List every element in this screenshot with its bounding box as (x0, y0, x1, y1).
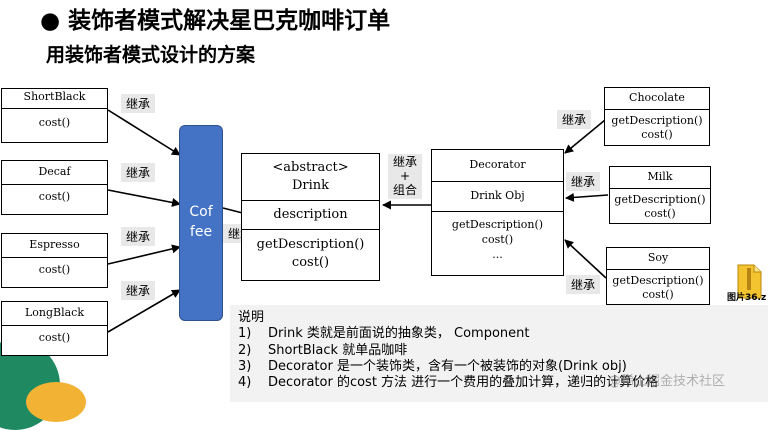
label-inherit-chocolate: 继承 (557, 110, 592, 129)
class-soy: Soy getDescription() cost() (606, 247, 710, 305)
notes-item-text: ShortBlack 就单品咖啡 (268, 342, 408, 358)
notes-item: 3) Decorator 是一个装饰类，含有一个被装饰的对象(Drink obj… (238, 359, 760, 375)
class-chocolate-name: Chocolate (605, 88, 709, 110)
class-shortblack-method: cost() (38, 116, 71, 129)
class-decorator-method-3: ... (492, 247, 503, 261)
coffee-line-2: fee (189, 224, 213, 240)
class-decorator: Decorator Drink Obj getDescription() cos… (431, 149, 564, 276)
class-shortblack-name: ShortBlack (2, 89, 107, 109)
notes-item-text: Decorator 是一个装饰类，含有一个被装饰的对象(Drink obj) (268, 358, 627, 374)
class-decorator-method-2: cost() (481, 232, 514, 246)
class-drink-field: description (242, 201, 379, 230)
class-chocolate-methods: getDescription() cost() (605, 110, 709, 142)
notes-item-text: Decorator 的cost 方法 进行一个费用的叠加计算，递归的计算价格 (268, 375, 659, 390)
class-drink: <abstract> Drink description getDescript… (241, 153, 380, 281)
arrow-shortblack-coffee (107, 109, 181, 156)
class-decaf: Decaf cost() (1, 160, 108, 215)
class-drink-stereotype: <abstract> (272, 160, 349, 175)
notes-item: 4) Decorator 的cost 方法 进行一个费用的叠加计算，递归的计算价… (238, 375, 760, 391)
class-decaf-method: cost() (38, 190, 71, 203)
notes-panel: 说明 1) Drink 类就是前面说的抽象类， Component 2) Sho… (230, 305, 768, 402)
class-soy-method-1: getDescription() (612, 274, 704, 287)
notes-item-number: 2) (238, 342, 252, 358)
slide-subtitle: 用装饰者模式设计的方案 (46, 44, 256, 66)
label-inherit-compose-1: 继承 (393, 155, 418, 169)
class-soy-method-2: cost() (642, 287, 674, 301)
class-drink-header: <abstract> Drink (242, 154, 379, 201)
class-decorator-methods: getDescription() cost() ... (432, 212, 563, 263)
class-soy-name: Soy (607, 248, 709, 270)
label-inherit-3: 继承 (121, 227, 156, 246)
class-decorator-method-1: getDescription() (451, 218, 544, 231)
arrow-longblack-coffee (107, 289, 181, 333)
arrow-espresso-coffee (107, 244, 181, 265)
arrow-milk-decorator (565, 192, 609, 202)
slide-title: ● 装饰者模式解决星巴克咖啡订单 (40, 1, 390, 35)
watermark: @稀土掘金技术社区 (608, 374, 726, 389)
class-soy-methods: getDescription() cost() (607, 270, 709, 302)
class-milk: Milk getDescription() cost() (609, 166, 711, 224)
class-shortblack: ShortBlack cost() (1, 88, 108, 143)
arrow-soy-decorator (564, 239, 607, 279)
archive-file-label: 图片36.z (727, 293, 767, 303)
notes-item-text: Drink 类就是前面说的抽象类， Component (268, 326, 530, 342)
class-drink-method-2: cost() (291, 254, 330, 270)
class-decaf-name: Decaf (2, 161, 107, 185)
label-inherit-1: 继承 (121, 94, 156, 113)
class-espresso: Espresso cost() (1, 233, 108, 288)
title-text: 装饰者模式解决星巴克咖啡订单 (68, 8, 391, 34)
notes-item-number: 4) (238, 375, 252, 390)
class-decorator-field: Drink Obj (432, 182, 563, 212)
class-drink-name: Drink (291, 177, 330, 193)
bullet: ● (40, 8, 61, 34)
notes-item: 1) Drink 类就是前面说的抽象类， Component (238, 326, 760, 342)
class-coffee: Cof fee (179, 125, 223, 321)
label-inherit-2: 继承 (121, 163, 156, 182)
arrow-chocolate-decorator (564, 119, 606, 154)
class-longblack: LongBlack cost() (1, 301, 108, 356)
notes-heading: 说明 (238, 310, 265, 325)
class-milk-method-2: cost() (644, 206, 676, 220)
class-decorator-name: Decorator (432, 150, 563, 182)
class-longblack-method: cost() (38, 331, 71, 344)
class-espresso-method: cost() (38, 263, 71, 276)
class-longblack-name: LongBlack (2, 302, 107, 326)
label-inherit-4: 继承 (121, 281, 156, 300)
label-inherit-soy: 继承 (566, 275, 601, 294)
notes-item-number: 1) (238, 326, 252, 342)
class-chocolate-method-2: cost() (641, 127, 673, 141)
class-milk-methods: getDescription() cost() (610, 189, 710, 221)
arrow-decaf-coffee (107, 189, 181, 207)
class-chocolate-method-1: getDescription() (611, 114, 703, 127)
label-inherit-compose-3: 组合 (393, 182, 418, 197)
class-milk-method-1: getDescription() (614, 193, 706, 206)
label-inherit-compose: 继承 + 组合 (388, 154, 423, 200)
class-espresso-name: Espresso (2, 234, 107, 258)
class-drink-methods: getDescription() cost() (242, 230, 379, 271)
archive-file-icon[interactable] (734, 264, 764, 300)
class-chocolate: Chocolate getDescription() cost() (604, 87, 710, 146)
class-milk-name: Milk (610, 167, 710, 189)
label-inherit-milk: 继承 (566, 172, 601, 191)
class-drink-method-1: getDescription() (256, 237, 365, 252)
notes-item-number: 3) (238, 358, 252, 374)
coffee-line-1: Cof (189, 204, 213, 221)
notes-item: 2) ShortBlack 就单品咖啡 (238, 343, 760, 359)
label-inherit-compose-2: + (399, 168, 411, 183)
